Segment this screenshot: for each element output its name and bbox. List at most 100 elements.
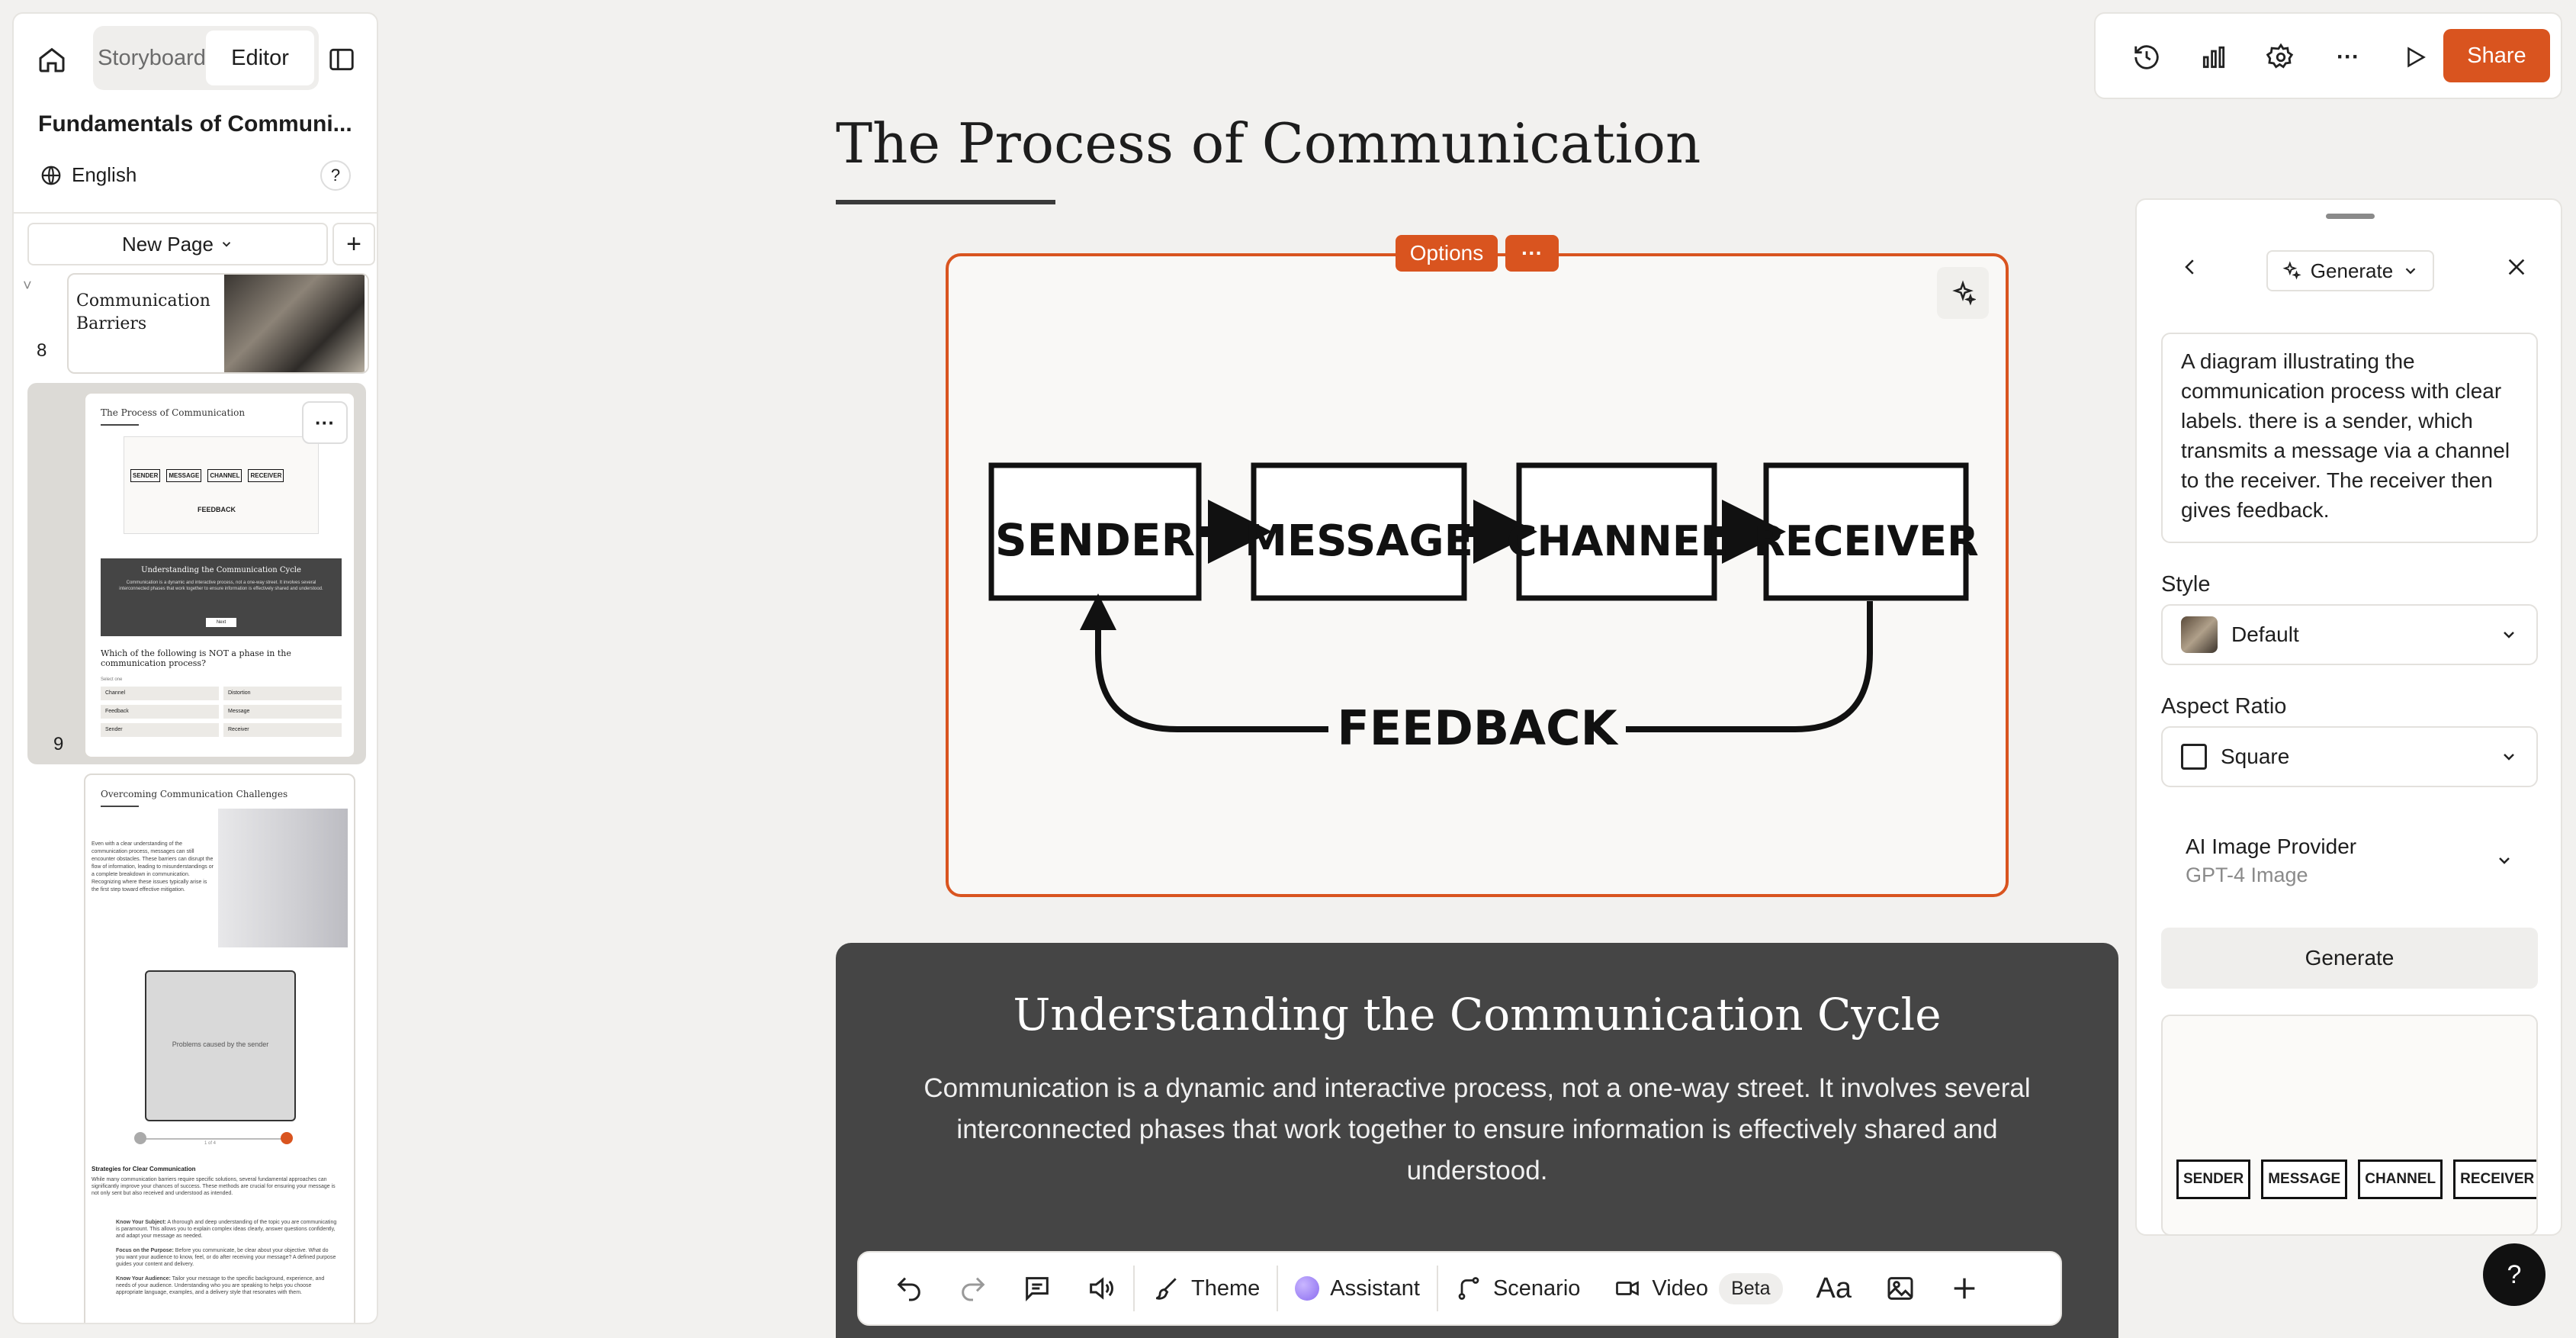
settings-icon[interactable]: [2262, 38, 2300, 76]
thumb-diagram: SENDER MESSAGE CHANNEL RECEIVER FEEDBACK: [124, 436, 319, 534]
thumb-diagram-box: CHANNEL: [207, 469, 243, 482]
style-dropdown[interactable]: Default: [2161, 604, 2538, 665]
share-button[interactable]: Share: [2443, 29, 2550, 82]
add-block-icon[interactable]: [1932, 1251, 1996, 1326]
divider: [1277, 1266, 1279, 1311]
page-thumbnail-9[interactable]: The Process of Communication SENDER MESS…: [84, 392, 355, 758]
theme-button[interactable]: Theme: [1135, 1251, 1277, 1326]
sender-label: SENDER: [995, 514, 1195, 566]
page-thumbnail-title: Overcoming Communication Challenges: [101, 789, 288, 799]
page-more-button[interactable]: ···: [302, 401, 348, 444]
ai-provider-label: AI Image Provider: [2186, 834, 2357, 858]
aspect-ratio-label: Aspect Ratio: [2161, 694, 2287, 719]
thumb-options: Channel Distortion Feedback Message Send…: [101, 687, 342, 737]
generated-preview[interactable]: SENDER MESSAGE CHANNEL RECEIVER: [2161, 1015, 2538, 1236]
chevron-down-icon: [2499, 857, 2510, 864]
image-more-button[interactable]: ···: [1505, 235, 1559, 272]
mode-dropdown[interactable]: Generate: [2266, 250, 2434, 291]
video-button[interactable]: Video Beta: [1597, 1251, 1799, 1326]
message-box: [1251, 462, 1467, 601]
video-label: Video: [1652, 1275, 1709, 1301]
close-icon[interactable]: [2501, 252, 2532, 282]
ai-sparkle-icon[interactable]: [1937, 267, 1989, 319]
image-icon[interactable]: [1868, 1251, 1932, 1326]
video-icon: [1616, 1281, 1640, 1296]
page-thumbnail-title: The Process of Communication: [101, 407, 246, 418]
history-icon[interactable]: [2128, 38, 2166, 76]
image-options-button[interactable]: Options: [1396, 235, 1498, 272]
help-button[interactable]: ?: [320, 160, 351, 191]
collapse-chevron-icon[interactable]: ˅: [23, 278, 32, 294]
thumb-slider-prev: [134, 1132, 146, 1144]
home-icon[interactable]: [29, 37, 75, 82]
divider: [1436, 1266, 1438, 1311]
chevron-down-icon: [2504, 754, 2514, 761]
page-thumbnail-10[interactable]: Overcoming Communication Challenges Even…: [84, 774, 355, 1323]
page-number: 9: [53, 734, 64, 754]
divider: [14, 212, 377, 214]
info-card-title: Understanding the Communication Cycle: [1013, 989, 1942, 1040]
storyboard-tab[interactable]: Storyboard: [98, 45, 206, 70]
project-title: Fundamentals of Communi...: [38, 111, 352, 137]
style-value: Default: [2231, 622, 2299, 646]
analytics-icon[interactable]: [2195, 38, 2233, 76]
thumb-option: Feedback: [101, 705, 219, 719]
drag-handle[interactable]: [2326, 214, 2375, 219]
thumb-option: Distortion: [223, 687, 342, 700]
editor-tab[interactable]: Editor: [206, 31, 314, 85]
font-button[interactable]: Aa: [1816, 1272, 1852, 1304]
top-toolbar: ··· Share: [2094, 12, 2562, 99]
thumb-bullet-head: Know Your Audience:: [116, 1276, 171, 1282]
preview-box: CHANNEL: [2358, 1159, 2443, 1199]
thumb-card-text: Communication is a dynamic and interacti…: [119, 581, 323, 591]
thumb-slider-label: 1 of 4: [204, 1141, 217, 1146]
aspect-ratio-dropdown[interactable]: Square: [2161, 726, 2538, 787]
feedback-arrow-left: [1080, 593, 1328, 732]
new-page-button[interactable]: New Page: [27, 223, 328, 265]
page-title[interactable]: The Process of Communication: [836, 111, 1701, 175]
audio-icon[interactable]: [1069, 1251, 1133, 1326]
undo-icon[interactable]: [877, 1251, 941, 1326]
generate-button[interactable]: Generate: [2161, 928, 2538, 989]
redo-icon[interactable]: [941, 1251, 1005, 1326]
thumb-strategies-text: While many communication barriers requir…: [92, 1177, 336, 1196]
channel-box: [1516, 462, 1717, 601]
ai-provider-dropdown[interactable]: AI Image Provider GPT-4 Image: [2161, 815, 2538, 906]
thumb-bullet-text: Tailor your message to the specific back…: [116, 1276, 325, 1295]
prompt-textarea[interactable]: A diagram illustrating the communication…: [2161, 333, 2538, 543]
left-sidebar: Storyboard Editor Fundamentals of Commun…: [12, 12, 378, 1324]
thumb-card-button: Next: [206, 618, 236, 627]
channel-label: CHANNEL: [1507, 517, 1726, 565]
comment-icon[interactable]: [1005, 1251, 1069, 1326]
assistant-button[interactable]: Assistant: [1278, 1251, 1437, 1326]
more-icon[interactable]: ···: [2337, 44, 2359, 69]
assistant-orb-icon: [1295, 1276, 1320, 1301]
thumb-slider-track: [139, 1138, 291, 1140]
scenario-button[interactable]: Scenario: [1438, 1251, 1597, 1326]
add-page-button[interactable]: +: [332, 223, 375, 265]
sidebar-collapse-icon[interactable]: [323, 41, 360, 78]
mode-label: Generate: [2310, 259, 2394, 282]
divider: [1133, 1266, 1135, 1311]
title-underline: [101, 424, 139, 426]
thumb-diagram-box: SENDER: [130, 469, 161, 482]
view-toggle: Storyboard Editor: [93, 26, 319, 90]
communication-diagram: SENDER MESSAGE CHANNEL RECEIVER FEEDBACK: [988, 462, 1979, 756]
message-label: MESSAGE: [1245, 516, 1473, 566]
style-label: Style: [2161, 572, 2211, 597]
language-selector[interactable]: English: [40, 163, 137, 187]
image-generation-panel: Generate A diagram illustrating the comm…: [2135, 198, 2562, 1236]
language-label: English: [72, 163, 137, 186]
back-icon[interactable]: [2175, 252, 2205, 282]
info-card-text: Communication is a dynamic and interacti…: [923, 1073, 2031, 1185]
ai-provider-value: GPT-4 Image: [2186, 863, 2308, 886]
bottom-toolbar: Theme Assistant Scenario Video Beta Aa: [857, 1251, 2062, 1326]
thumb-photo: [218, 809, 348, 947]
square-icon: [2181, 744, 2207, 770]
selected-image-block[interactable]: SENDER MESSAGE CHANNEL RECEIVER FEEDBACK: [946, 253, 2009, 897]
page-thumbnail-8[interactable]: Communication Barriers: [67, 273, 369, 374]
play-icon[interactable]: [2396, 38, 2434, 76]
sparkle-icon: [2282, 261, 2301, 280]
new-page-label: New Page: [122, 232, 214, 256]
help-fab[interactable]: ?: [2483, 1243, 2545, 1306]
